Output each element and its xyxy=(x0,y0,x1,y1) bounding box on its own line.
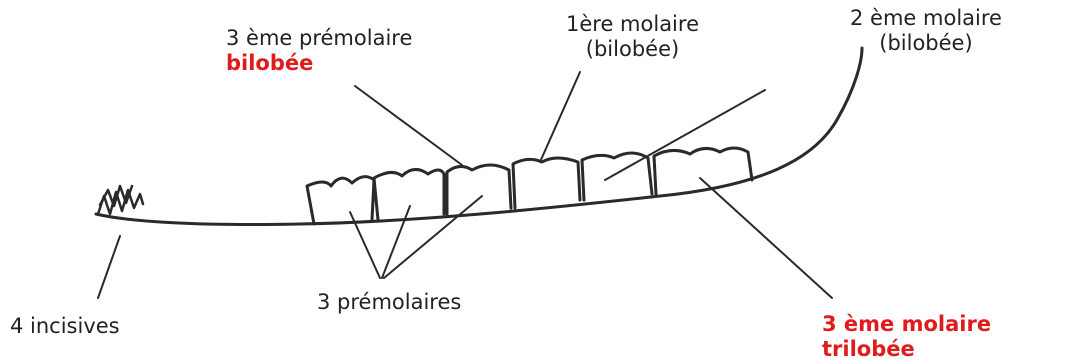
label-molaire2-line2: (bilobée) xyxy=(850,31,1002,56)
leader-molaire1 xyxy=(540,72,580,162)
label-molaire1-line1: 1ère molaire xyxy=(566,12,699,37)
label-molaire2: 2 ème molaire (bilobée) xyxy=(850,6,1002,56)
label-molaire1-line2: (bilobée) xyxy=(566,37,699,62)
leader-incisives xyxy=(98,236,120,298)
leader-molaire3 xyxy=(700,178,832,298)
label-molaire1: 1ère molaire (bilobée) xyxy=(566,12,699,62)
incisors-scribble-2 xyxy=(100,186,132,206)
label-premolaire3-line1: 3 ème prémolaire xyxy=(226,26,412,51)
label-molaire3-line2: trilobée xyxy=(822,337,991,362)
label-molaire3-line1: 3 ème molaire xyxy=(822,312,991,337)
leader-premolaire3 xyxy=(355,86,462,165)
label-molaire3: 3 ème molaire trilobée xyxy=(822,312,991,362)
label-premolaire3: 3 ème prémolaire bilobée xyxy=(226,26,412,76)
leader-molaire2 xyxy=(605,90,765,180)
label-molaire2-line1: 2 ème molaire xyxy=(850,6,1002,31)
label-incisives: 4 incisives xyxy=(10,314,120,339)
molar-3 xyxy=(654,148,752,194)
molar-1 xyxy=(513,158,580,208)
premolar-2 xyxy=(374,169,444,220)
premolar-3 xyxy=(447,165,511,214)
label-premolaire3-line2: bilobée xyxy=(226,51,412,76)
label-premolaires: 3 prémolaires xyxy=(317,290,461,315)
premolar-1 xyxy=(307,177,374,224)
